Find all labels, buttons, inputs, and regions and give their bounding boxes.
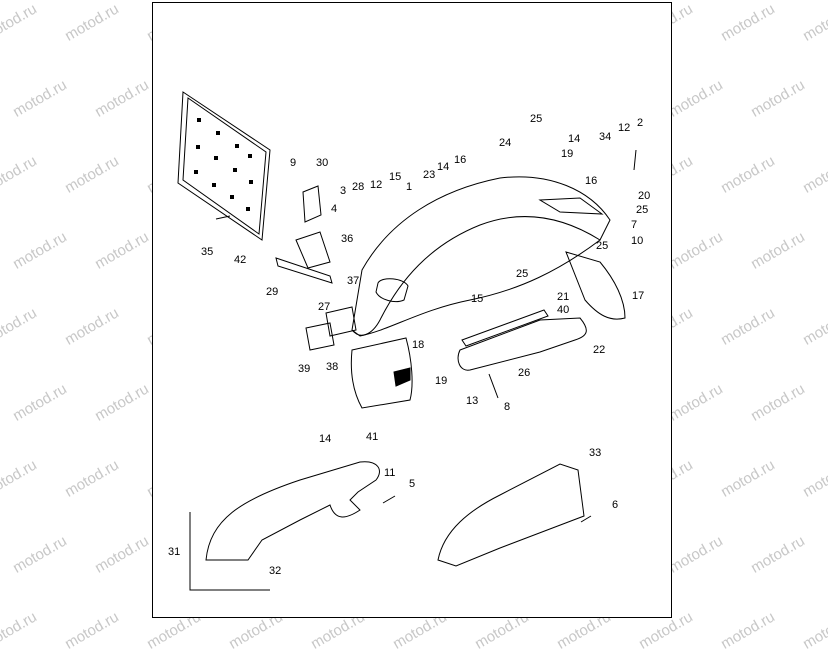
belt-guard-bracket-line bbox=[189, 512, 270, 591]
callout-23: 23 bbox=[423, 169, 436, 181]
callout-22: 22 bbox=[593, 344, 606, 356]
callout-25c: 25 bbox=[596, 240, 609, 252]
callout-10: 10 bbox=[631, 235, 644, 247]
callout-25d: 25 bbox=[516, 268, 529, 280]
callout-12a: 12 bbox=[370, 179, 383, 191]
callout-15b: 15 bbox=[471, 293, 484, 305]
callout-14c: 14 bbox=[319, 433, 332, 445]
callout-25b: 25 bbox=[636, 204, 649, 216]
callout-34: 34 bbox=[599, 131, 612, 143]
callout-25a: 25 bbox=[530, 113, 543, 125]
callout-18: 18 bbox=[412, 339, 425, 351]
callout-19a: 19 bbox=[561, 148, 574, 160]
fender-lower-cover bbox=[350, 337, 413, 409]
callout-39: 39 bbox=[298, 363, 311, 375]
callout-15a: 15 bbox=[389, 171, 402, 183]
callout-20: 20 bbox=[638, 190, 651, 202]
callout-28: 28 bbox=[352, 181, 365, 193]
fender-strut bbox=[461, 309, 549, 347]
callout-8: 8 bbox=[504, 401, 511, 413]
exploded-parts-diagram bbox=[177, 91, 637, 591]
callout-14a: 14 bbox=[437, 161, 450, 173]
callout-41: 41 bbox=[366, 431, 379, 443]
callout-2: 2 bbox=[637, 117, 644, 129]
bracket-lower bbox=[295, 231, 331, 269]
bracket-plate bbox=[275, 257, 333, 284]
callout-27: 27 bbox=[318, 301, 331, 313]
callout-6: 6 bbox=[612, 499, 619, 511]
tail-lens bbox=[305, 322, 335, 351]
callout-36: 36 bbox=[341, 233, 354, 245]
callout-4: 4 bbox=[331, 203, 338, 215]
bolts bbox=[215, 149, 637, 523]
callout-17: 17 bbox=[632, 290, 645, 302]
license-plate bbox=[177, 91, 271, 241]
callout-33: 33 bbox=[589, 447, 602, 459]
callout-21: 21 bbox=[557, 291, 570, 303]
callout-40: 40 bbox=[557, 304, 570, 316]
callout-26: 26 bbox=[518, 367, 531, 379]
fender-extension bbox=[565, 251, 626, 320]
reflector bbox=[393, 367, 411, 387]
tail-lamp bbox=[325, 306, 357, 337]
callout-13: 13 bbox=[466, 395, 479, 407]
callout-30: 30 bbox=[316, 157, 329, 169]
belt-guard bbox=[205, 461, 380, 561]
callout-14b: 14 bbox=[568, 133, 581, 145]
debris-deflector bbox=[437, 463, 585, 567]
support-rail bbox=[457, 317, 587, 371]
callout-32: 32 bbox=[269, 565, 282, 577]
callout-16b: 16 bbox=[585, 175, 598, 187]
callout-42: 42 bbox=[234, 254, 247, 266]
callout-37: 37 bbox=[347, 275, 360, 287]
callout-35: 35 bbox=[201, 246, 214, 258]
callout-3: 3 bbox=[340, 185, 347, 197]
bracket-upper bbox=[302, 185, 322, 223]
callout-5: 5 bbox=[409, 478, 416, 490]
callout-7: 7 bbox=[631, 219, 638, 231]
callout-31: 31 bbox=[168, 546, 181, 558]
rear-fender bbox=[351, 176, 611, 337]
callout-16a: 16 bbox=[454, 154, 467, 166]
callout-11: 11 bbox=[384, 467, 396, 479]
callout-19b: 19 bbox=[435, 375, 448, 387]
callout-12b: 12 bbox=[618, 122, 631, 134]
callout-29: 29 bbox=[266, 286, 279, 298]
callout-24: 24 bbox=[499, 137, 512, 149]
callout-9: 9 bbox=[290, 157, 297, 169]
callout-38: 38 bbox=[326, 361, 339, 373]
callout-1: 1 bbox=[406, 181, 413, 193]
diagram-frame bbox=[152, 2, 672, 618]
